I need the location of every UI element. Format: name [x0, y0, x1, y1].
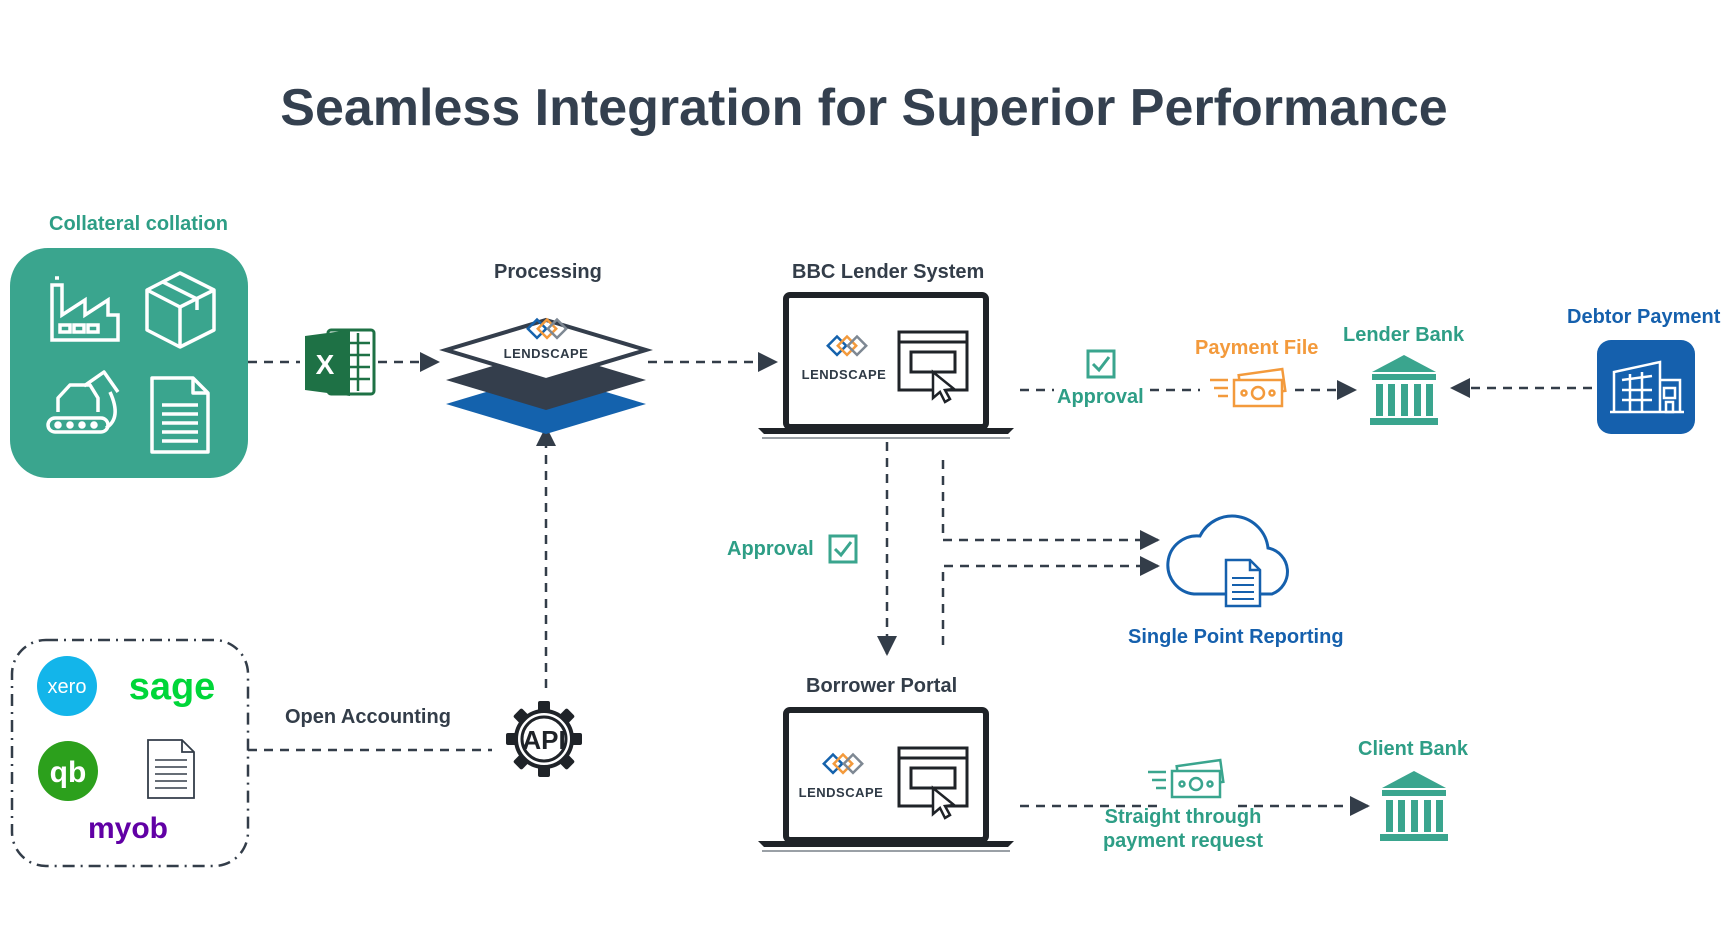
factory-icon [50, 276, 120, 342]
money-icon [1210, 367, 1287, 408]
laptop-icon-borrower: LENDSCAPE [758, 707, 1014, 852]
svg-text:API: API [522, 725, 565, 755]
label-lender-bank: Lender Bank [1343, 324, 1465, 346]
label-approval-mid: Approval [727, 538, 814, 560]
bank-icon [1370, 355, 1438, 425]
lendscape-text: LENDSCAPE [504, 346, 589, 361]
collateral-box [10, 248, 248, 478]
label-collateral: Collateral collation [49, 213, 228, 235]
sage-logo: sage [129, 666, 216, 708]
label-debtor-payment: Debtor Payment [1567, 306, 1721, 328]
accounting-box: xero sage qb myob [10, 638, 250, 868]
checkbox-icon [828, 534, 858, 564]
svg-text:xero: xero [48, 676, 87, 698]
svg-text:myob: myob [88, 812, 168, 845]
api-gear-icon: API [506, 701, 582, 777]
checkbox-icon [1086, 349, 1116, 379]
document-icon [147, 739, 195, 799]
label-straight-through-1: Straight through [1104, 806, 1262, 828]
building-icon [1597, 340, 1695, 434]
processing-stack: LENDSCAPE [439, 317, 653, 434]
label-open-accounting: Open Accounting [285, 706, 451, 728]
excavator-icon [46, 370, 120, 434]
box-icon [145, 271, 216, 349]
lendscape-text: LENDSCAPE [802, 367, 887, 382]
page-title: Seamless Integration for Superior Perfor… [280, 79, 1448, 137]
label-straight-through-2: payment request [1102, 830, 1264, 852]
excel-icon: X [305, 328, 376, 396]
label-bbc-lender: BBC Lender System [792, 261, 985, 283]
label-processing: Processing [494, 261, 602, 283]
cloud-document-icon [1166, 514, 1289, 608]
svg-text:sage: sage [129, 666, 216, 708]
document-icon [150, 376, 210, 454]
label-payment-file: Payment File [1195, 337, 1319, 359]
connectors [248, 352, 1592, 816]
label-approval-top: Approval [1057, 386, 1144, 408]
lendscape-logo [526, 317, 568, 340]
label-client-bank: Client Bank [1358, 738, 1469, 760]
bank-icon [1380, 771, 1448, 841]
label-borrower-portal: Borrower Portal [806, 675, 958, 697]
xero-logo: xero [37, 656, 97, 716]
myob-logo: myob [88, 812, 168, 845]
svg-text:qb: qb [50, 756, 87, 789]
lendscape-text: LENDSCAPE [799, 785, 884, 800]
quickbooks-logo: qb [38, 741, 98, 801]
label-single-point: Single Point Reporting [1128, 626, 1344, 648]
money-icon [1148, 758, 1225, 799]
svg-text:X: X [316, 349, 335, 380]
laptop-icon-bbc: LENDSCAPE [758, 292, 1014, 439]
